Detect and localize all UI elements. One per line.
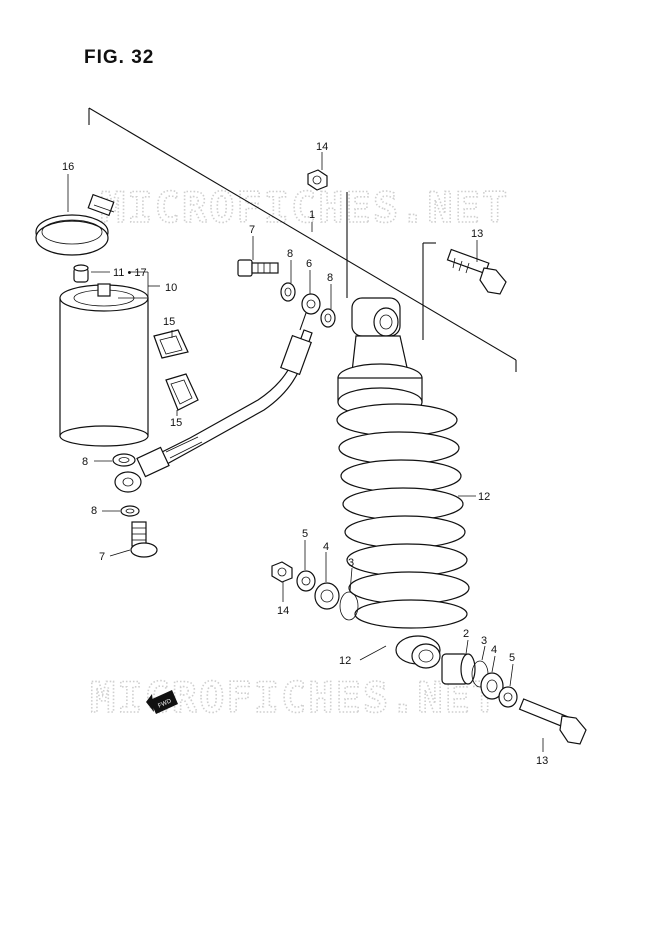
callout-4-right: 4 — [491, 644, 497, 656]
callout-14-top: 14 — [316, 141, 328, 153]
callout-5-left: 5 — [302, 528, 308, 540]
banjo-fitting-lower — [114, 471, 142, 493]
banjo-bolts — [130, 259, 279, 558]
figure-title: FIG. 32 — [84, 47, 155, 68]
lower-washer — [498, 686, 518, 708]
callout-12-number: 12 — [339, 655, 351, 667]
callout-15-top: 15 — [163, 316, 175, 328]
hose-clamp — [35, 193, 115, 256]
callout-13-lower: 13 — [536, 755, 548, 767]
callout-2: 2 — [463, 628, 469, 640]
watermark-top: MICROFICHES.NET — [100, 183, 509, 232]
side-snap-ring — [339, 591, 359, 621]
callout-8-left-lower: 8 — [91, 505, 97, 517]
callout-7-lower: 7 — [99, 551, 105, 563]
callout-8-upper-b: 8 — [327, 272, 333, 284]
callout-9: 10 — [165, 282, 177, 294]
top-nut — [307, 169, 328, 191]
callout-8-left-upper: 8 — [82, 456, 88, 468]
callout-3-left: 3 — [348, 557, 354, 569]
lower-spacer — [441, 653, 476, 685]
side-nut — [271, 561, 293, 583]
callout-11-17: 12 — [478, 491, 490, 503]
callout-7-upper: 7 — [249, 224, 255, 236]
callout-13-upper: 13 — [471, 228, 483, 240]
washers — [112, 282, 336, 517]
lower-seal — [480, 672, 504, 700]
fwd-direction-badge: FWD — [146, 690, 178, 714]
callout-5-right: 5 — [509, 652, 515, 664]
side-seal — [314, 582, 340, 610]
callout-labels: 16 11 • 17 10 15 15 8 8 7 7 8 6 8 14 1 1… — [62, 141, 548, 767]
fwd-text: FWD — [157, 698, 173, 709]
callout-8-upper-a: 8 — [287, 248, 293, 260]
reservoir-tank — [59, 283, 149, 447]
reservoir-hose — [136, 329, 313, 478]
callout-3-right: 3 — [481, 635, 487, 647]
lower-mount-bolt — [518, 698, 587, 745]
callout-6: 6 — [306, 258, 312, 270]
assembly-outline — [88, 107, 517, 372]
upper-mount-bolt — [446, 248, 507, 295]
leader-lines — [67, 152, 544, 752]
rear-shock-absorber — [336, 297, 470, 669]
callout-16: 16 — [62, 161, 74, 173]
side-washer — [296, 570, 316, 592]
valve-cap — [73, 264, 89, 283]
callout-4-left: 4 — [323, 541, 329, 553]
banjo-fitting-upper — [299, 293, 321, 331]
callout-1: 1 — [309, 209, 315, 221]
label-stickers — [153, 329, 199, 411]
callout-14-side: 14 — [277, 605, 289, 617]
callout-15-bottom: 15 — [170, 417, 182, 429]
callout-10: 11 • 17 — [113, 267, 147, 279]
coil-spring — [336, 403, 470, 629]
